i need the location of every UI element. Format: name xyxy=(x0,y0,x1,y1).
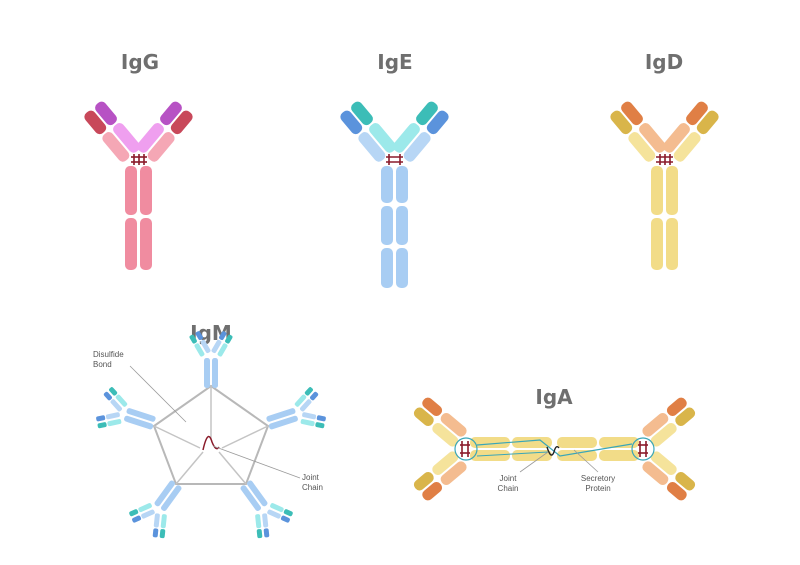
iga-dimer xyxy=(413,397,696,501)
iga-joint-chain xyxy=(546,445,560,456)
igm-joint-label-line2: Chain xyxy=(302,483,323,492)
igm-monomer-bottom-left xyxy=(129,480,182,539)
ige-title: IgE xyxy=(377,50,412,74)
iga-title: IgA xyxy=(535,385,573,409)
secretory-protein xyxy=(476,439,633,457)
secretory-label-line2: Protein xyxy=(585,484,610,493)
igm-pentamer xyxy=(96,331,326,539)
disulfide-label-line2: Bond xyxy=(93,360,112,369)
igd-title: IgD xyxy=(645,50,683,74)
igm-joint-label-line1: Joint xyxy=(302,473,320,482)
igm-monomer-left xyxy=(96,387,156,430)
secretory-label-line1: Secretory xyxy=(581,474,615,483)
igg-title: IgG xyxy=(121,50,159,74)
igd-antibody xyxy=(610,101,719,270)
igg-antibody xyxy=(84,101,193,270)
igm-joint-chain xyxy=(202,435,220,451)
igg-disulfide-bond xyxy=(131,154,147,165)
igm-monomer-top xyxy=(189,331,233,388)
igm-monomer-right xyxy=(266,387,326,430)
igd-disulfide-bond xyxy=(656,154,673,165)
ige-disulfide-bond xyxy=(386,154,403,165)
ige-antibody xyxy=(340,101,449,288)
disulfide-label-line1: Disulfide xyxy=(93,350,124,359)
iga-joint-label-line2: Chain xyxy=(498,484,519,493)
igm-monomer-bottom-right xyxy=(240,480,293,539)
iga-joint-label-line1: Joint xyxy=(500,474,518,483)
